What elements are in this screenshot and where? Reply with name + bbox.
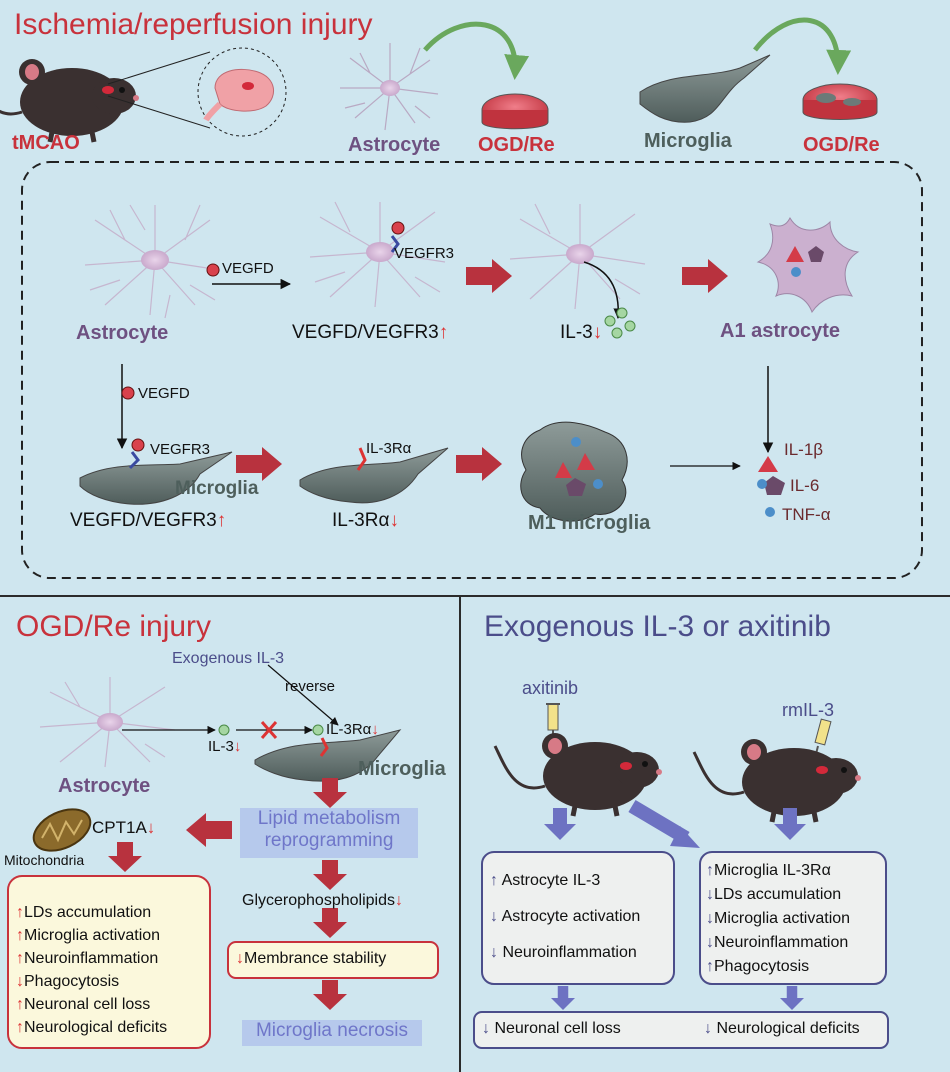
- label-ogdre-1: OGD/Re: [478, 134, 555, 156]
- panel-title-ogdre: OGD/Re injury: [16, 610, 212, 643]
- label-rmil3: rmIL-3: [782, 700, 835, 720]
- label-a1-astrocyte: A1 astrocyte: [720, 320, 841, 342]
- label-microglia-top: Microglia: [644, 130, 732, 152]
- membrane-box: [227, 941, 439, 979]
- label-vegfd-2: VEGFD: [138, 385, 190, 402]
- rmil3-effect-1: ↑Microglia IL-3Rα: [706, 862, 831, 879]
- m1-microglia-cell: [520, 421, 628, 522]
- astrocyte-il3: [509, 203, 646, 310]
- ogd-effect-4: ↓Phagocytosis: [16, 973, 120, 990]
- astrocyte-vegfr3: [309, 201, 446, 308]
- axitinib-effect-3: ↓ Neuroinflammation: [490, 944, 637, 961]
- astrocyte-row1: [84, 204, 221, 319]
- label-exogenous-il3: Exogenous IL-3: [172, 650, 285, 667]
- axitinib-effect-1: ↑ Astrocyte IL-3: [490, 872, 601, 889]
- rmil3-effect-3: ↓Microglia activation: [706, 910, 851, 927]
- label-mitochondria: Mitochondria: [4, 852, 85, 868]
- label-cpt1a: CPT1A↓: [92, 818, 156, 837]
- label-reverse: reverse: [285, 678, 336, 695]
- down-arrow-1: [313, 778, 347, 808]
- label-microglia-row2: Microglia: [175, 478, 259, 499]
- axitinib-effect-2: ↓ Astrocyte activation: [490, 908, 641, 925]
- microglia-bottom-cell: [254, 729, 402, 782]
- ogd-effect-1: ↑LDs accumulation: [16, 904, 152, 921]
- label-il6: IL-6: [790, 476, 820, 495]
- panel-title-ischemia: Ischemia/reperfusion injury: [14, 8, 373, 41]
- label-vegfd-1: VEGFD: [222, 260, 274, 277]
- rmil3-effect-5: ↑Phagocytosis: [706, 958, 810, 975]
- red-arrow-left: [186, 813, 232, 847]
- label-vegfd-vegfr3-1: VEGFD/VEGFR3↑: [292, 322, 449, 343]
- axitinib-effects-box: [481, 851, 675, 985]
- down-arrow-3: [313, 860, 347, 890]
- label-ogdre-2: OGD/Re: [803, 134, 880, 156]
- label-membrane-stability: ↓Membrance stability: [236, 950, 387, 967]
- label-il3ra-left: IL-3Rα↓: [326, 721, 379, 738]
- astrocyte-bottom: [39, 677, 176, 768]
- label-microglia-bottom: Microglia: [358, 758, 446, 780]
- label-astrocyte-row1: Astrocyte: [76, 322, 169, 344]
- ogd-effect-2: ↑Microglia activation: [16, 927, 161, 944]
- outcome-1: ↓ Neuronal cell loss: [482, 1020, 621, 1037]
- label-astrocyte-top: Astrocyte: [348, 134, 441, 156]
- rmil3-effect-2: ↓LDs accumulation: [706, 886, 842, 903]
- label-tnfa: TNF-α: [782, 505, 831, 524]
- blue-arrow-4: [780, 986, 804, 1010]
- label-il3ra-down: IL-3Rα↓: [332, 510, 399, 531]
- a1-astrocyte-cell: [756, 216, 860, 314]
- label-tmcao: tMCAO: [12, 132, 80, 154]
- down-arrow-2: [108, 842, 142, 872]
- ogd-effect-5: ↑Neuronal cell loss: [16, 996, 151, 1013]
- outcome-2: ↓ Neurological deficits: [704, 1020, 860, 1037]
- ogd-effect-3: ↑Neuroinflammation: [16, 950, 159, 967]
- blue-arrow-3: [551, 986, 575, 1010]
- microglia-il3ra-cell: [299, 447, 449, 504]
- rmil3-effect-4: ↓Neuroinflammation: [706, 934, 849, 951]
- astrocyte-top: [340, 43, 439, 131]
- microglia-necrosis-label: Microglia necrosis: [242, 1020, 422, 1046]
- microglia-vegfr3-cell: [79, 451, 233, 505]
- ogd-effect-6: ↑Neurological deficits: [16, 1019, 168, 1036]
- label-vegfr3-1: VEGFR3: [394, 245, 455, 262]
- label-vegfr3-2: VEGFR3: [150, 441, 211, 458]
- label-vegfd-vegfr3-2: VEGFD/VEGFR3↑: [70, 510, 227, 531]
- outcome-box: [473, 1011, 889, 1049]
- rmil3-effects-box: [699, 851, 887, 985]
- label-il3ra: IL-3Rα: [366, 440, 412, 457]
- microglia-top: [639, 54, 771, 123]
- label-glycerophospholipids: Glycerophospholipids↓: [242, 892, 403, 909]
- ogd-effects-box: [7, 875, 211, 1049]
- down-arrow-4: [313, 908, 347, 938]
- mitochondria-shape: [32, 808, 92, 852]
- label-axitinib: axitinib: [522, 678, 579, 698]
- label-il1b: IL-1β: [784, 440, 824, 459]
- down-arrow-5: [313, 980, 347, 1010]
- label-astrocyte-bottom: Astrocyte: [58, 775, 151, 797]
- label-il3-left: IL-3↓: [208, 738, 242, 755]
- label-il3-down: IL-3↓: [560, 322, 603, 343]
- panel-title-exogenous: Exogenous IL-3 or axitinib: [484, 610, 831, 643]
- rmil3-mouse: [694, 739, 861, 822]
- label-m1-microglia: M1 microglia: [528, 512, 651, 534]
